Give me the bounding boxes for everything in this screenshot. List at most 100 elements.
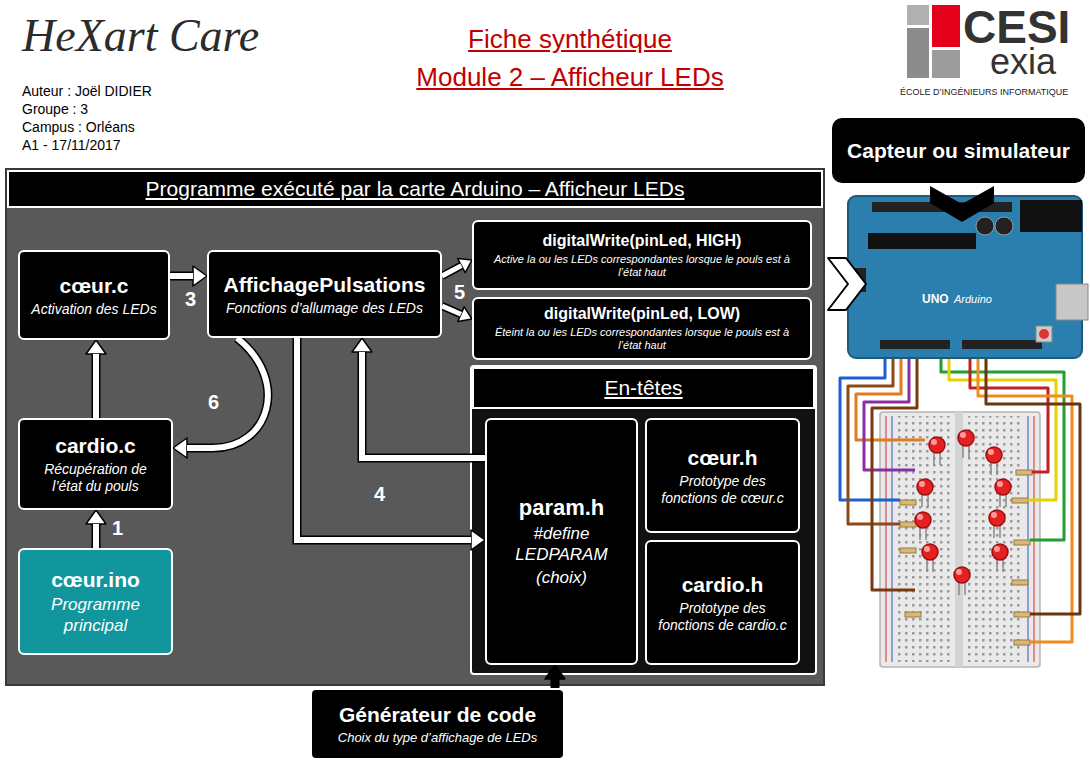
arrow-line (187, 338, 268, 448)
box-description: Fonctions d’allumage des LEDs (226, 300, 423, 317)
arrow-line (552, 679, 558, 688)
function-box: AffichagePulsationsFonctions d’allumage … (207, 250, 442, 338)
source-file-box: cœur.cActivation des LEDs (18, 250, 170, 340)
box-title: digitalWrite(pinLed, LOW) (544, 304, 740, 323)
breadboard (892, 416, 893, 662)
arrow-outline (187, 338, 268, 448)
school-logo-text: exia (990, 40, 1056, 83)
resistor (900, 500, 916, 505)
box-description: Activation des LEDs (31, 301, 156, 318)
label-holder: 1 (110, 518, 125, 538)
program-panel: Programme exécuté par la carte Arduino –… (5, 168, 825, 686)
arrow-head (86, 340, 106, 354)
box-title: cœur.h (687, 445, 757, 470)
breadboard (955, 412, 963, 667)
callout-number: 5 (452, 282, 467, 302)
led (989, 510, 1005, 526)
label-holder: exia (990, 40, 1056, 83)
led (924, 546, 930, 552)
arrow-line (362, 352, 485, 458)
breadboard (880, 412, 1040, 667)
arrow-outline (551, 679, 560, 688)
panel-heading: En-têtes (604, 375, 682, 400)
board-model: UNO (922, 292, 949, 306)
box-title: Capteur ou simulateur (847, 138, 1070, 163)
group-info: Groupe : 3 (22, 101, 88, 118)
arrow-line (442, 266, 461, 276)
arrow-line (93, 354, 99, 418)
led (931, 439, 937, 445)
resistor (900, 470, 1032, 645)
board-brand: Arduino (954, 293, 992, 306)
led (956, 569, 962, 575)
box-title: AffichagePulsations (224, 272, 426, 297)
led (997, 481, 1003, 487)
arrow-line (442, 306, 461, 314)
led (917, 514, 923, 520)
flow-chevron (828, 186, 994, 310)
arduino-board (995, 217, 1013, 235)
label-holder: 5 (452, 282, 467, 302)
box-description: Choix du type d’affichage de LEDs (338, 730, 537, 746)
callout-number: 6 (206, 392, 221, 412)
callout-number: 3 (183, 289, 198, 309)
arduino-board (962, 340, 1042, 349)
led (995, 479, 1011, 495)
arrow-outline (362, 352, 485, 458)
arduino-board (1036, 326, 1052, 342)
callout-number: 4 (372, 484, 387, 504)
resistor (1014, 612, 1030, 617)
resistor (1012, 498, 1028, 503)
jumper-wire (949, 358, 1056, 500)
resistor (1014, 540, 1030, 545)
led (929, 437, 945, 453)
breadboard (898, 416, 952, 662)
resistor (1016, 470, 1032, 475)
school-logo-mark (907, 5, 929, 25)
arduino-board (1020, 200, 1082, 232)
page-title: Fiche synthétique (340, 24, 800, 55)
arduino-board (1056, 284, 1088, 320)
arrow-line (93, 524, 99, 548)
school-tagline: ÉCOLE D’INGÉNIEURS INFORMATIQUE (900, 87, 1068, 98)
school-logo-mark (932, 5, 960, 47)
arrow-head (193, 266, 207, 286)
arrow-head (352, 338, 372, 352)
heading-band: Programme exécuté par la carte Arduino –… (7, 170, 823, 208)
box-title: digitalWrite(pinLed, HIGH) (543, 231, 742, 250)
breadboard (880, 412, 1040, 667)
arrow-outline (442, 266, 461, 276)
flow-arrow (442, 306, 472, 322)
led (919, 481, 925, 487)
arduino-board (848, 196, 1082, 358)
callout-number: 1 (110, 518, 125, 538)
label-holder: Groupe : 3 (22, 101, 88, 118)
label-holder: Auteur : Joël DIDIER (22, 83, 152, 100)
resistor (1014, 640, 1030, 645)
arduino-board (976, 217, 994, 235)
arrow-outline (442, 306, 461, 314)
led (986, 447, 1002, 463)
function-call-box: digitalWrite(pinLed, HIGH)Active la ou l… (472, 220, 812, 290)
headers-group: En-têtesparam.h#define LEDPARAM(choix)cœ… (470, 365, 817, 675)
flow-chevron (930, 186, 994, 222)
header-file-box: param.h#define LEDPARAM(choix) (485, 418, 638, 665)
label-holder: Module 2 – Afficheur LEDs (340, 62, 800, 93)
header-file-box: cœur.hPrototype des fonctions de cœur.c (645, 418, 800, 533)
date-info: A1 - 17/11/2017 (22, 137, 121, 154)
led (958, 430, 974, 446)
led (960, 432, 966, 438)
box-title: cœur.ino (51, 567, 140, 592)
source-file-box: cardio.cRécupération de l’état du pouls (18, 418, 173, 510)
led (922, 544, 938, 560)
arrow-outline (92, 354, 101, 418)
arrow-outline (92, 524, 101, 548)
resistor (900, 548, 916, 553)
school-logo-mark (932, 50, 960, 78)
flow-arrow (170, 266, 207, 286)
arduino-board (868, 233, 976, 249)
box-title: cardio.h (682, 572, 764, 597)
arduino-board (880, 340, 950, 349)
jumper-wire (986, 358, 1080, 614)
